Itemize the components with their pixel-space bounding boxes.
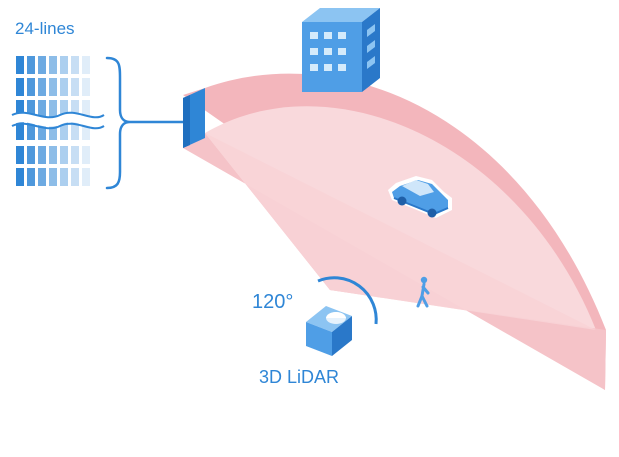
laser-line-cell (49, 78, 57, 96)
laser-line-cell (71, 168, 79, 186)
laser-line-cell (60, 78, 68, 96)
laser-line-cell (16, 168, 24, 186)
device-label: 3D LiDAR (259, 367, 340, 387)
angle-arc (317, 276, 378, 325)
lidar-device-icon (306, 306, 352, 356)
laser-line-cell (82, 168, 90, 186)
laser-line-cell (82, 146, 90, 164)
laser-line-cell (82, 78, 90, 96)
laser-line-cell (38, 168, 46, 186)
laser-line-cell (38, 100, 46, 118)
building-icon (302, 8, 380, 92)
car-icon (388, 176, 452, 218)
laser-line-cell (82, 122, 90, 140)
laser-line-cell (71, 122, 79, 140)
laser-line-cell (27, 78, 35, 96)
laser-line-cell (49, 100, 57, 118)
laser-line-cell (71, 56, 79, 74)
laser-line-cell (38, 122, 46, 140)
laser-line-cell (49, 146, 57, 164)
laser-line-cell (60, 56, 68, 74)
lines-count-label: 24-lines (15, 19, 75, 38)
laser-line-cell (16, 100, 24, 118)
laser-lines-icon (16, 56, 90, 186)
laser-line-cell (60, 146, 68, 164)
laser-line-cell (71, 100, 79, 118)
laser-line-cell (82, 56, 90, 74)
laser-line-cell (49, 56, 57, 74)
brace (105, 56, 131, 190)
laser-line-cell (60, 122, 68, 140)
laser-line-cell (27, 122, 35, 140)
laser-line-cell (49, 122, 57, 140)
pedestrian-icon (416, 276, 430, 308)
laser-line-cell (38, 78, 46, 96)
laser-line-cell (16, 146, 24, 164)
laser-line-cell (27, 56, 35, 74)
laser-line-cell (27, 100, 35, 118)
laser-line-cell (16, 122, 24, 140)
fov-inner-area (205, 106, 596, 330)
laser-line-cell (27, 146, 35, 164)
laser-line-cell (49, 168, 57, 186)
laser-line-cell (16, 56, 24, 74)
laser-line-cell (38, 146, 46, 164)
laser-line-cell (27, 168, 35, 186)
fov-angle-label: 120° (252, 291, 294, 313)
fov-lower-beam-inner (205, 133, 596, 330)
fov-lower-beam (183, 133, 606, 390)
laser-line-cell (71, 146, 79, 164)
wave-break (9, 113, 107, 127)
laser-line-cell (71, 78, 79, 96)
laser-line-cell (82, 100, 90, 118)
laser-line-cell (38, 56, 46, 74)
laser-line-cell (16, 78, 24, 96)
laser-line-cell (60, 100, 68, 118)
laser-line-cell (60, 168, 68, 186)
